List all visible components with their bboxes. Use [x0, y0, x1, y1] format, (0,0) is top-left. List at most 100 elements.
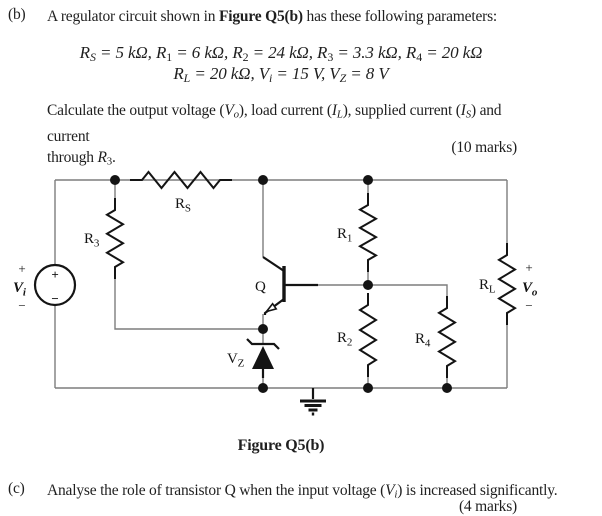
resistors: [105, 170, 517, 378]
label-vi: Vi: [13, 280, 27, 299]
text-segment: V: [385, 482, 395, 499]
text-segment: I: [331, 102, 337, 119]
resistor-rs: [130, 170, 232, 190]
ground-bars: [300, 399, 326, 416]
label-q: Q: [255, 279, 266, 295]
text-segment: S: [465, 108, 471, 121]
text-segment: R: [232, 43, 243, 62]
text-segment: I: [460, 102, 466, 119]
text-segment: = 6 kΩ,: [172, 43, 233, 62]
zener-triangle: [252, 346, 274, 369]
node-dot: [110, 175, 120, 185]
text-segment: 1: [166, 49, 173, 64]
task-line-2: through R3.: [47, 147, 525, 173]
node-dot: [363, 383, 373, 393]
parameters-line-2: RL = 20 kΩ, Vi = 15 V, VZ = 8 V: [45, 64, 517, 86]
label-rl: RL: [479, 277, 496, 296]
figure-caption: Figure Q5(b): [237, 437, 325, 454]
source-plus-sign: +: [51, 267, 58, 282]
text-segment: 2: [242, 49, 249, 64]
text-segment: through: [47, 148, 98, 166]
node-dot: [442, 383, 452, 393]
source-minus-sign: −: [51, 291, 58, 306]
resistor-r3: [105, 198, 125, 279]
text-segment: .: [112, 148, 116, 166]
junction-dots: [110, 175, 452, 393]
text-segment: L: [183, 70, 191, 85]
text-segment: i: [269, 70, 273, 85]
zener-cathode-bar: [246, 338, 280, 350]
node-dot: [258, 175, 268, 185]
label-r2: R2: [337, 330, 352, 349]
text-segment: 4: [416, 49, 423, 64]
text-segment: 3: [106, 155, 113, 168]
text-segment: R: [405, 43, 417, 62]
vi-plus-sign: +: [18, 261, 25, 276]
text-segment: L: [336, 108, 343, 121]
circuit-wiring: [54, 179, 508, 389]
zener-diode-vz: [246, 338, 280, 378]
text-segment: Analyse the role of transistor Q when th…: [47, 482, 386, 499]
node-dot: [363, 175, 373, 185]
text-segment: R: [317, 43, 328, 62]
text-segment: A regulator circuit shown in: [47, 8, 219, 25]
text-segment: Figure Q5(b): [218, 8, 303, 25]
text-segment: = 20 kΩ: [422, 43, 483, 62]
text-segment: i: [394, 488, 398, 501]
task-line-1: Calculate the output voltage (Vo), load …: [47, 100, 525, 147]
marks-c: (4 marks): [458, 498, 517, 515]
resistor-r1: [357, 193, 379, 272]
text-segment: ) is increased significantly.: [397, 482, 558, 499]
emitter-arrow-icon: [264, 302, 278, 313]
ground-icon: [300, 388, 326, 416]
text-segment: = 24 kΩ,: [248, 43, 318, 62]
marks-b: (10 marks): [451, 139, 517, 156]
component-labels: RS R3 R1 R2 R4 RL Q VZ + Vi − + Vo −: [13, 196, 538, 370]
text-segment: o: [233, 108, 239, 121]
text-segment: = 5 kΩ,: [95, 43, 156, 62]
text-segment: R: [97, 148, 107, 166]
text-segment: 3: [327, 49, 334, 64]
text-segment: Calculate the output voltage (: [47, 102, 225, 119]
vo-plus-sign: +: [525, 260, 532, 275]
resistor-rl: [497, 243, 517, 325]
text-segment: R: [173, 64, 184, 83]
text-segment: V: [329, 64, 340, 83]
node-dot: [258, 383, 268, 393]
source-circle: [33, 263, 77, 307]
text-segment: = 20 kΩ,: [190, 64, 259, 83]
text-segment: R: [155, 43, 167, 62]
question-label-c: (c): [8, 480, 25, 497]
text-segment: S: [89, 49, 96, 64]
resistor-r4: [437, 296, 457, 378]
node-dot: [363, 280, 373, 290]
task-text: Calculate the output voltage (Vo), load …: [47, 100, 525, 172]
text-segment: has these following parameters:: [302, 8, 498, 25]
vo-minus-sign: −: [525, 298, 532, 313]
analysis-text: Analyse the role of transistor Q when th…: [47, 480, 595, 506]
label-r4: R4: [415, 331, 431, 350]
question-label-b: (b): [8, 6, 26, 23]
text-segment: V: [224, 102, 234, 119]
text-segment: ), supplied current (: [342, 102, 461, 119]
text-segment: R: [79, 43, 90, 62]
wire: [54, 179, 508, 389]
node-dot: [258, 324, 268, 334]
emitter-lead: [263, 298, 285, 315]
text-segment: ), load current (: [238, 102, 332, 119]
label-vo: Vo: [522, 280, 538, 299]
parameters-line-1: RS = 5 kΩ, R1 = 6 kΩ, R2 = 24 kΩ, R3 = 3…: [45, 43, 517, 65]
label-r1: R1: [337, 226, 352, 245]
label-vz: VZ: [227, 351, 245, 370]
label-rs: RS: [175, 196, 191, 215]
intro-text: A regulator circuit shown in Figure Q5(b…: [47, 6, 525, 27]
label-r3: R3: [84, 231, 100, 250]
transistor-q: [262, 256, 318, 315]
text-segment: = 8 V: [346, 64, 389, 83]
text-segment: = 15 V,: [272, 64, 330, 83]
text-segment: Z: [339, 70, 347, 85]
text-segment: ) and current: [47, 102, 502, 145]
text-segment: = 3.3 kΩ,: [333, 43, 406, 62]
collector-lead: [262, 256, 285, 272]
